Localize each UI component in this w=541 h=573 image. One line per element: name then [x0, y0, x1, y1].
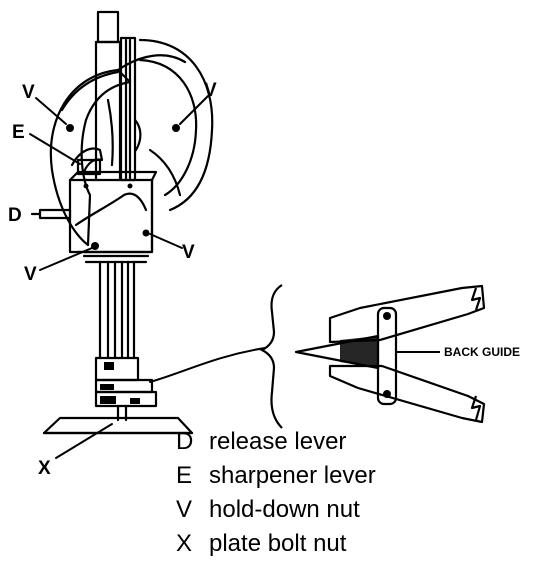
callout-v-left: V [22, 82, 35, 103]
legend-key: D [176, 428, 194, 455]
callout-e: E [12, 122, 25, 143]
callout-v-mid-right: V [182, 242, 195, 263]
legend-text: plate bolt nut [209, 530, 347, 557]
legend-key: E [176, 462, 193, 489]
leader-v-right [179, 95, 209, 125]
knife-guide [94, 356, 158, 422]
callout-v-low-left: V [24, 264, 37, 285]
callout-x: X [38, 458, 51, 479]
sharpener-lever [70, 147, 104, 176]
leader-v-left [35, 97, 67, 125]
leader-v-low-left [39, 247, 93, 271]
base-plate [42, 416, 194, 435]
machine-housing [49, 38, 214, 247]
legend-text: hold-down nut [209, 496, 360, 523]
release-lever [30, 208, 72, 220]
gear-block [68, 170, 158, 264]
leader-x [55, 423, 113, 459]
legend-key: V [176, 496, 193, 523]
back-guide-label: BACK GUIDE [444, 345, 520, 359]
legend-key: X [176, 530, 193, 557]
upright-column [94, 10, 142, 182]
inset-bracket [259, 284, 283, 429]
callout-v-right: V [204, 80, 217, 101]
leader-v-mid-right [149, 233, 183, 249]
callout-d: D [8, 205, 22, 226]
leader-inset [149, 347, 266, 383]
standard-rods [98, 260, 136, 360]
legend-text: release lever [209, 428, 347, 455]
legend-text: sharpener lever [209, 462, 376, 489]
leader-e [29, 133, 81, 165]
